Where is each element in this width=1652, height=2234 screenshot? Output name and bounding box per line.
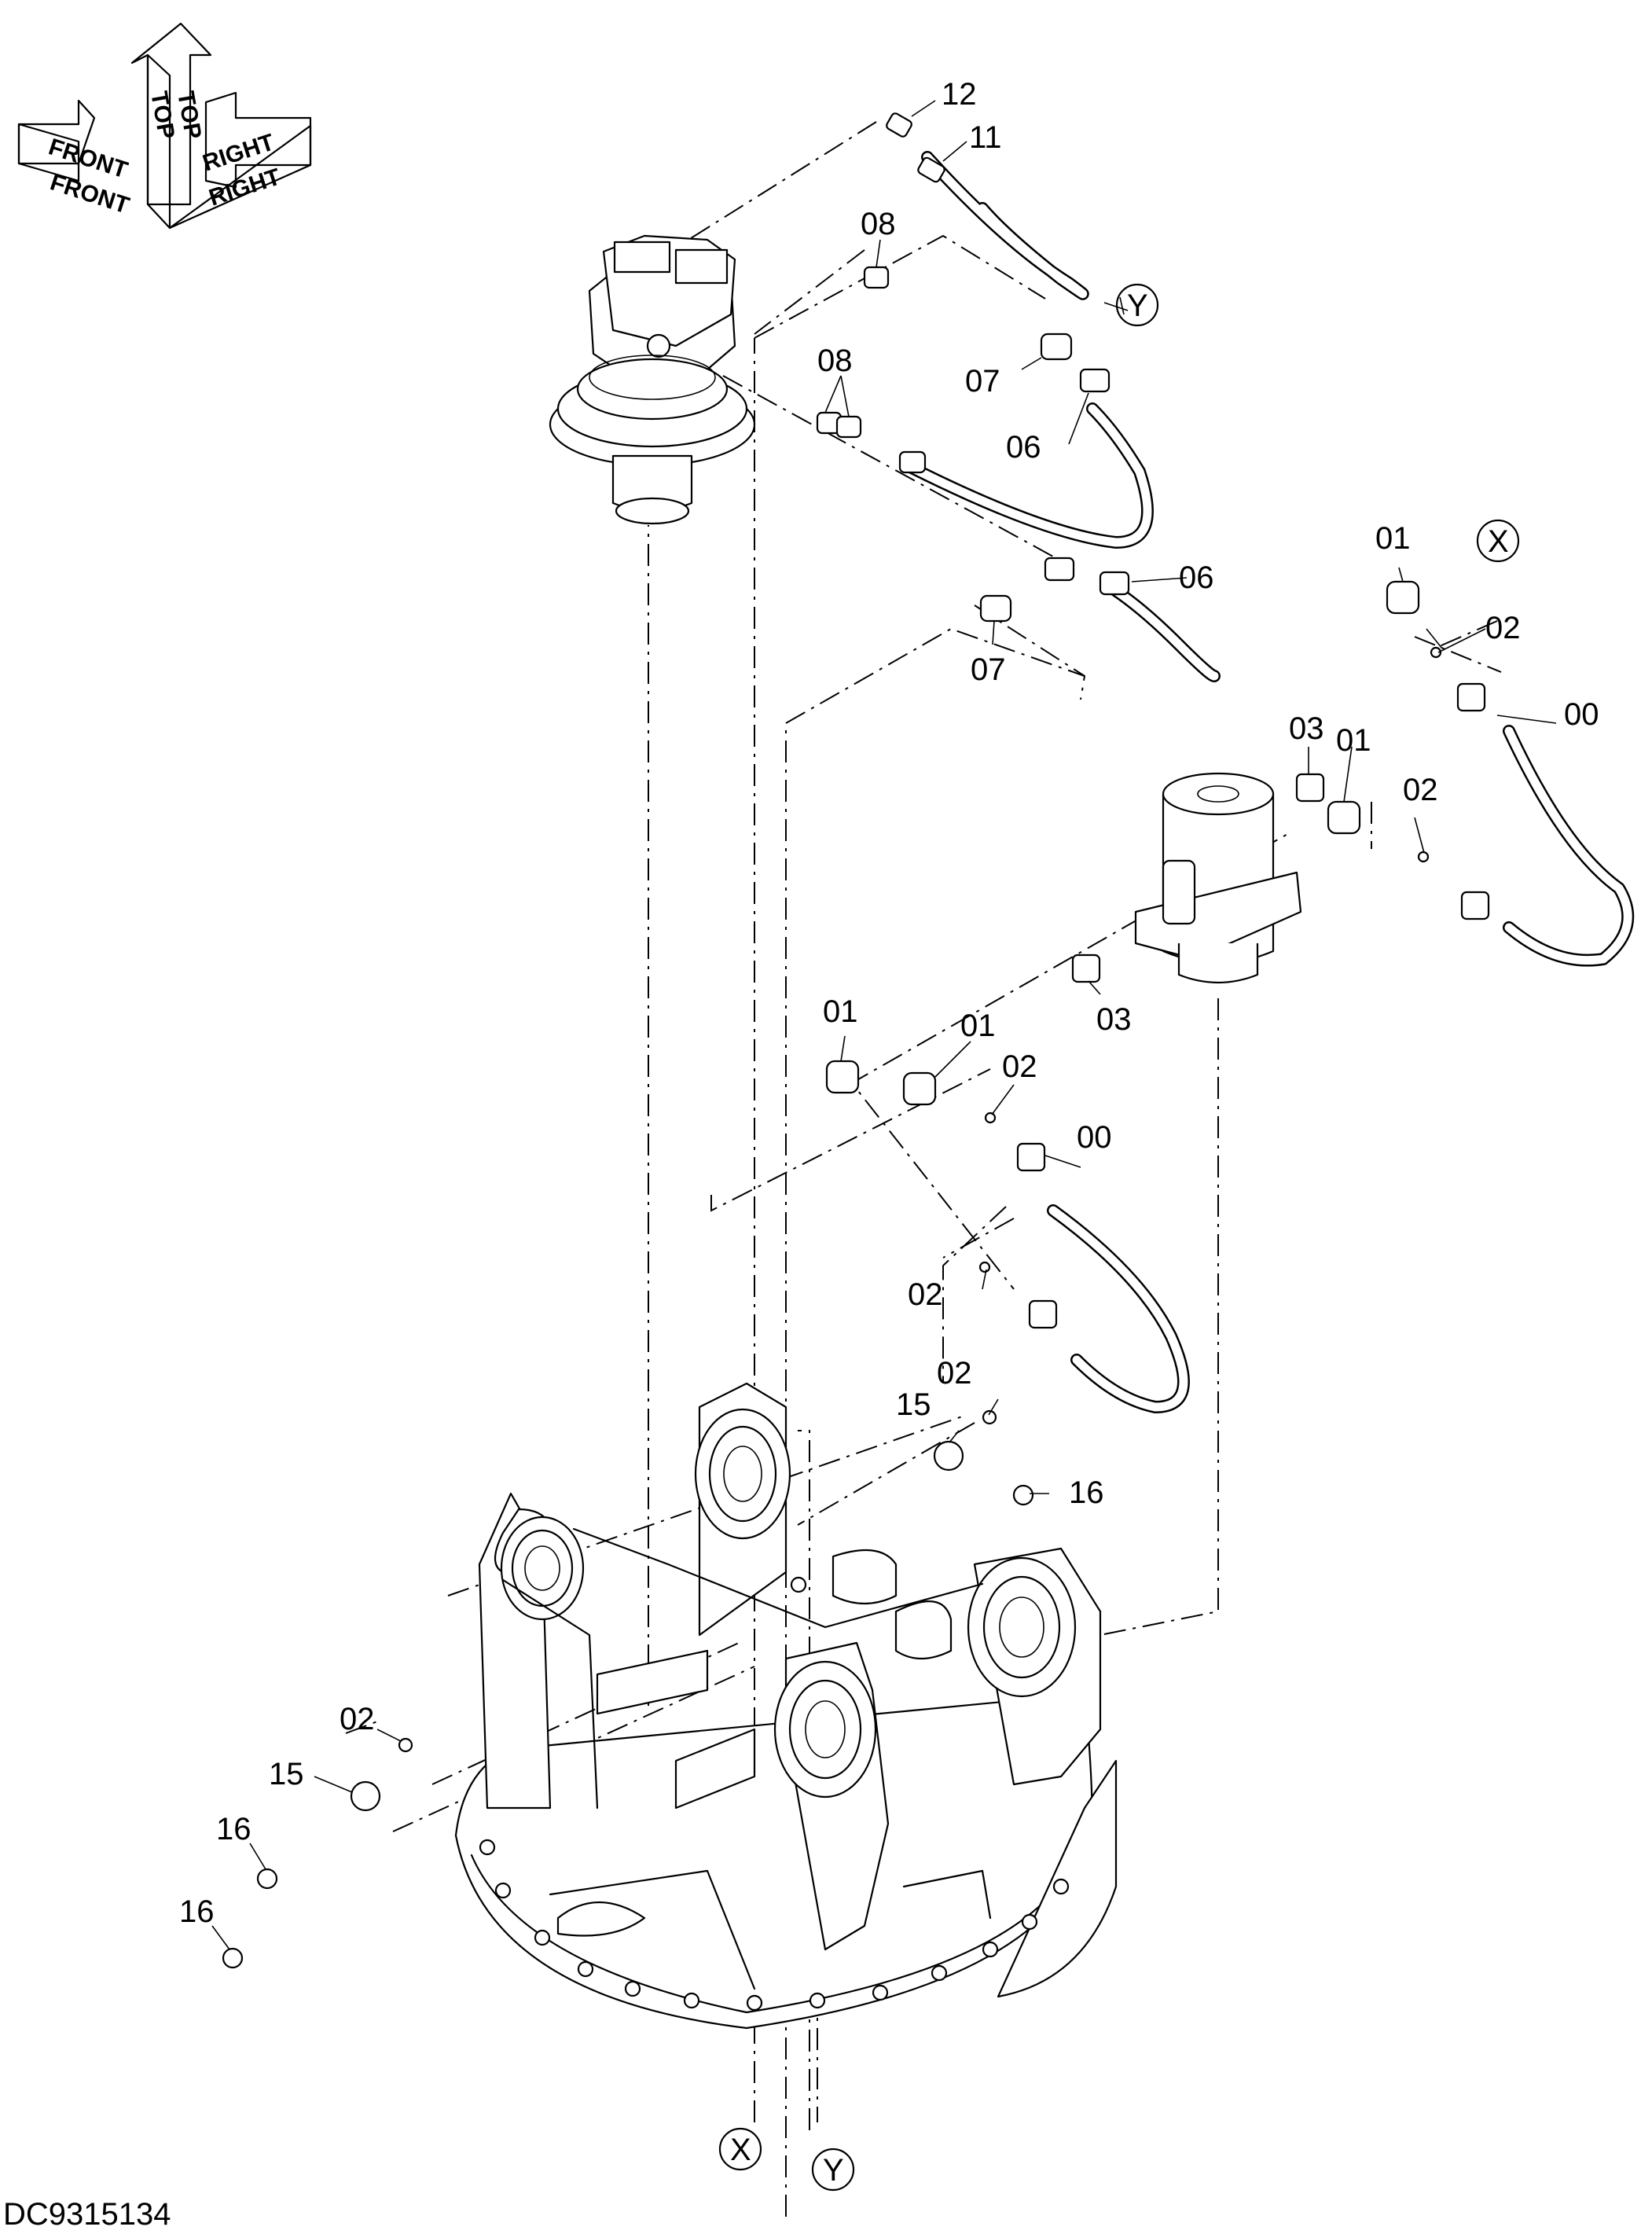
ref-y-top-circle	[1115, 283, 1159, 327]
leader-lines	[211, 100, 1557, 1950]
drawing-code: DC9315134	[3, 2197, 171, 2232]
callout-06-upper: 06	[1006, 430, 1041, 465]
ref-x-top: X	[1488, 524, 1509, 559]
callout-16-left-upper: 16	[216, 1812, 251, 1846]
ref-y-top: Y	[1127, 288, 1148, 323]
callout-02-swivel: 02	[1403, 773, 1438, 807]
fittings	[222, 112, 1490, 1969]
callout-08-upper: 08	[861, 207, 896, 241]
ref-x-bottom: X	[730, 2133, 751, 2167]
callout-02-right: 02	[937, 1356, 972, 1391]
callout-15-left: 15	[269, 1757, 304, 1791]
callout-02-left: 02	[340, 1702, 375, 1736]
callout-02-lower: 02	[908, 1277, 943, 1312]
ref-y-bottom: Y	[823, 2153, 844, 2188]
callout-12: 12	[942, 77, 977, 112]
swing-motor	[549, 234, 756, 525]
callout-07-upper: 07	[965, 364, 1000, 399]
callout-numbers: 12 11 08 08 07 07 06 06 01 01 01 01 02 0…	[179, 77, 1599, 1929]
frame-bolts	[479, 1839, 1070, 2012]
callout-00-upper: 00	[1564, 697, 1599, 732]
orientation-arrow-symbol: FRONT FRONT TOP TOP RIGHT RIGHT	[17, 22, 312, 230]
ref-y-bottom-circle	[811, 2148, 855, 2192]
callout-16-right: 16	[1069, 1475, 1104, 1510]
callout-08-lower: 08	[817, 344, 853, 378]
callout-03-upper: 03	[1289, 711, 1324, 746]
ref-x-bottom-circle	[718, 2127, 762, 2171]
callout-01-swivel: 01	[1336, 723, 1371, 758]
callout-06-lower: 06	[1179, 560, 1214, 595]
callout-01-mid: 01	[960, 1009, 996, 1043]
callout-01-left: 01	[823, 994, 858, 1029]
callout-15-right: 15	[896, 1387, 931, 1422]
callout-16-left-lower: 16	[179, 1894, 215, 1929]
ref-x-top-circle	[1476, 519, 1520, 563]
callout-02-upper: 02	[1485, 611, 1521, 645]
callout-02-mid: 02	[1002, 1049, 1037, 1084]
callout-03-lower: 03	[1096, 1002, 1132, 1037]
connection-references: Y X X Y	[718, 283, 1520, 2192]
hoses	[905, 151, 1635, 1414]
callout-01-swivel-upper: 01	[1375, 521, 1411, 556]
callout-07-lower: 07	[971, 652, 1006, 687]
swivel-joint	[1134, 772, 1302, 984]
upper-frame	[454, 1382, 1118, 2030]
callout-11: 11	[969, 120, 1002, 155]
callout-00-lower: 00	[1077, 1120, 1112, 1155]
